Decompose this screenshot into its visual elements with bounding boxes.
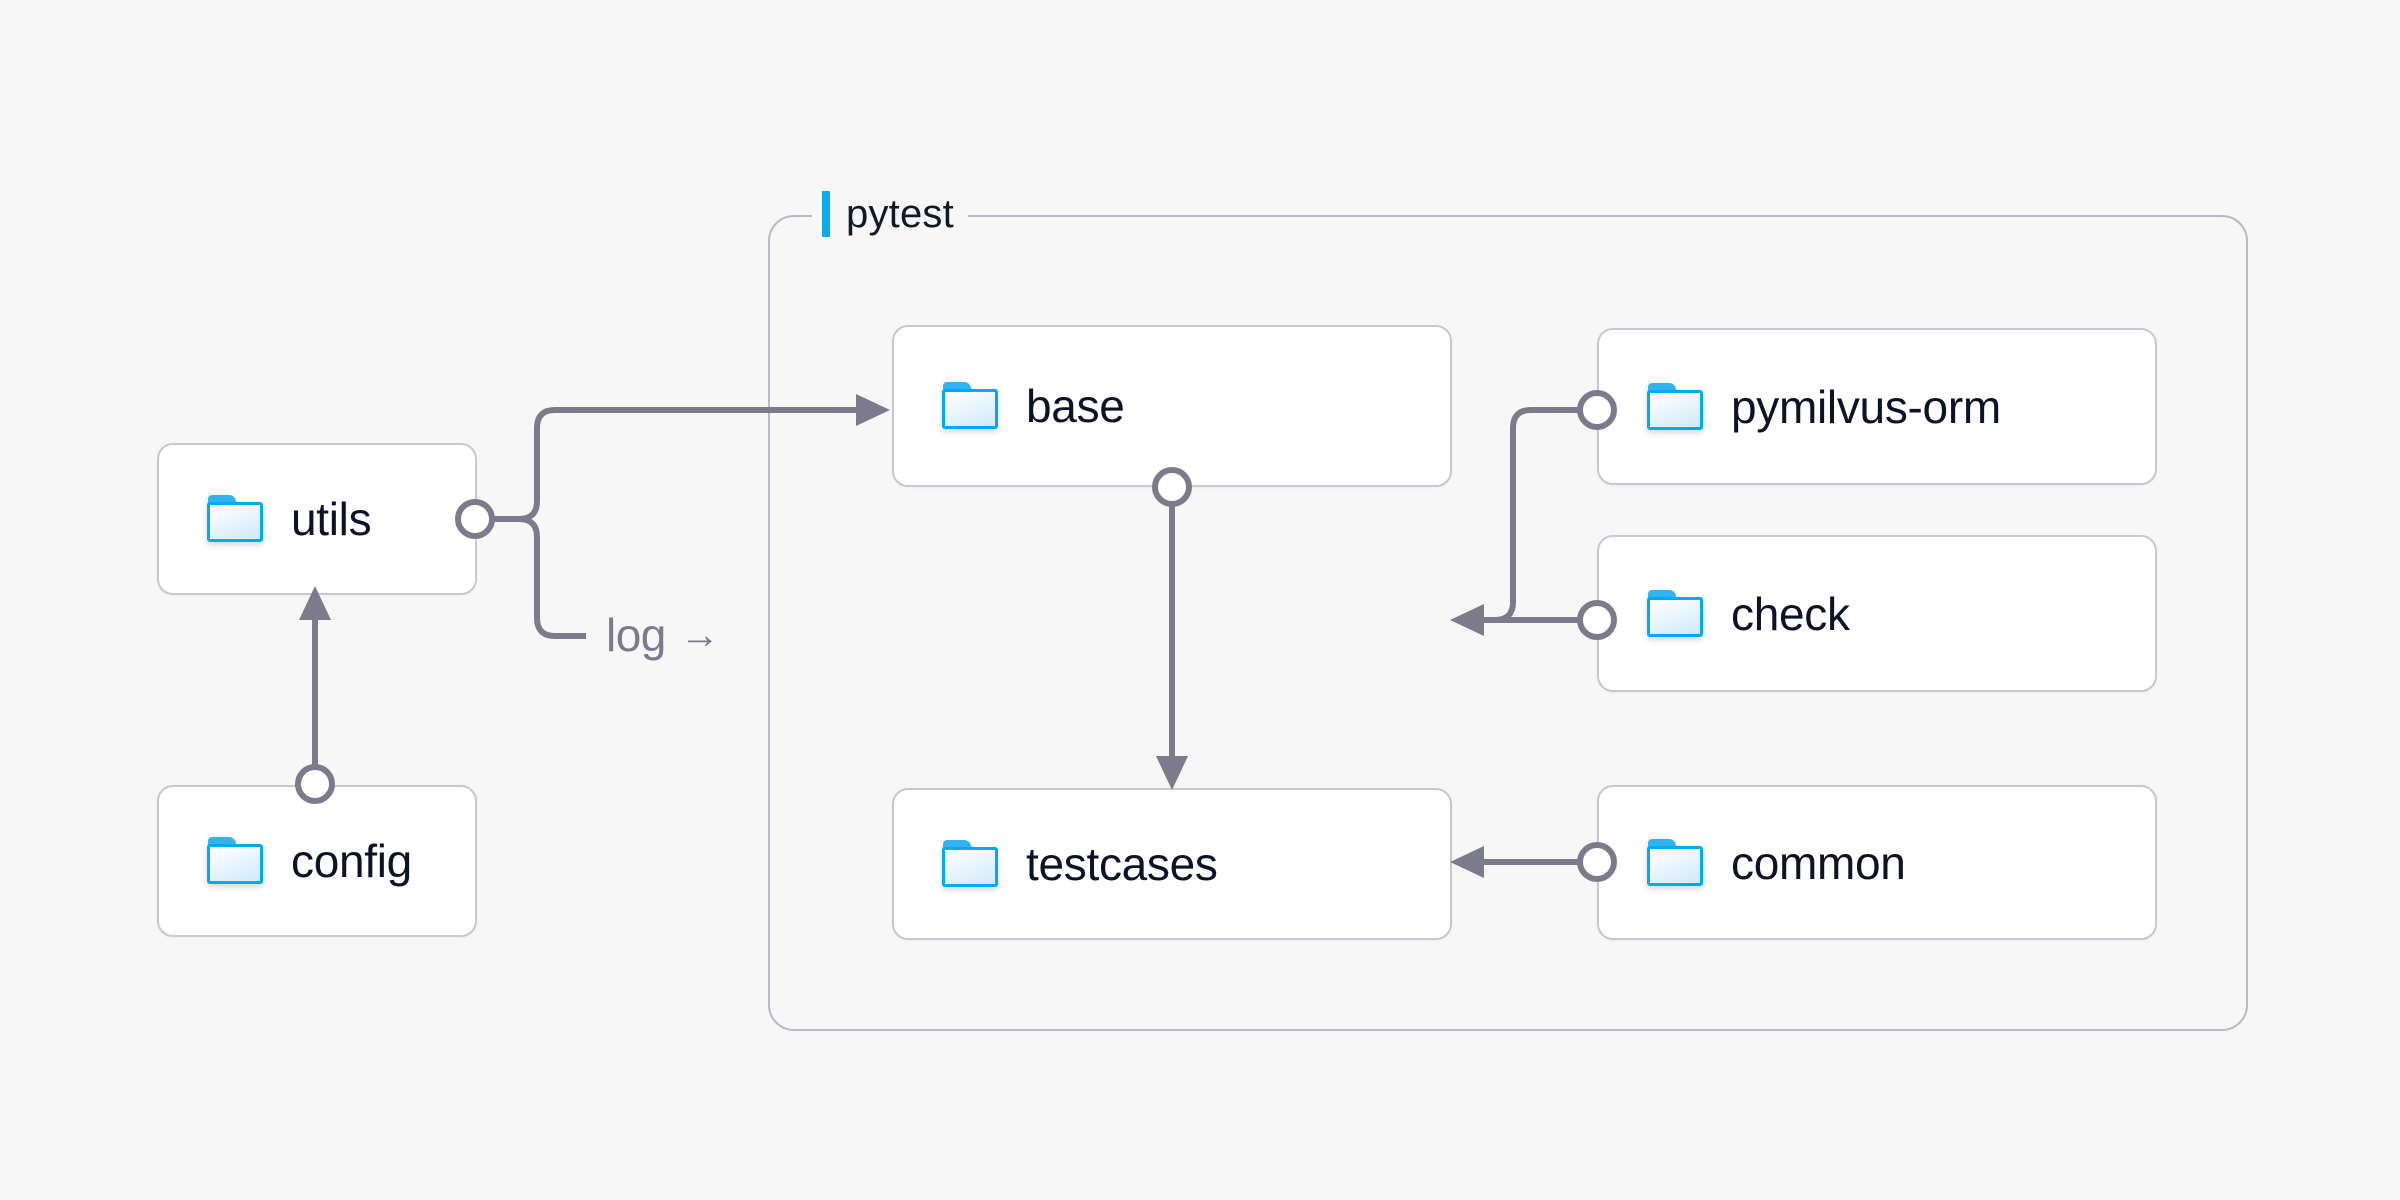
node-base-content: base — [894, 382, 1125, 430]
node-common[interactable]: common — [1597, 785, 2157, 940]
node-testcases-content: testcases — [894, 840, 1218, 888]
folder-body — [942, 847, 998, 887]
folder-icon — [1647, 589, 1705, 638]
arrow-right-icon: → — [679, 613, 720, 657]
node-common-content: common — [1599, 836, 1906, 889]
node-pymilvus-orm-label: pymilvus-orm — [1731, 380, 2001, 433]
accent-bar-icon — [822, 191, 830, 237]
node-check[interactable]: check — [1597, 535, 2157, 692]
node-config[interactable]: config — [157, 785, 477, 937]
node-check-content: check — [1599, 587, 1850, 640]
folder-body — [207, 844, 263, 884]
node-base-label: base — [1026, 380, 1125, 432]
folder-icon — [942, 382, 1000, 430]
folder-icon — [942, 840, 1000, 888]
edge-label-log-text: log — [606, 609, 666, 661]
folder-body — [1647, 845, 1703, 886]
folder-body — [1647, 596, 1703, 637]
node-utils-label: utils — [291, 493, 372, 545]
node-testcases[interactable]: testcases — [892, 788, 1452, 940]
group-label-pytest: pytest — [812, 188, 968, 240]
folder-body — [207, 502, 263, 542]
edge-utils-to-log — [489, 516, 586, 639]
folder-icon — [1647, 838, 1705, 887]
folder-body — [942, 389, 998, 429]
edge-label-log: log → — [596, 612, 730, 658]
folder-icon — [1647, 382, 1705, 431]
node-base[interactable]: base — [892, 325, 1452, 487]
group-title: pytest — [846, 192, 954, 236]
node-pymilvus-orm-content: pymilvus-orm — [1599, 380, 2001, 433]
node-check-label: check — [1731, 587, 1850, 640]
node-config-content: config — [159, 837, 412, 885]
group-container-pytest[interactable] — [768, 215, 2248, 1031]
edge-config-to-utils — [295, 586, 335, 804]
node-utils[interactable]: utils — [157, 443, 477, 595]
node-common-label: common — [1731, 836, 1906, 889]
node-utils-content: utils — [159, 493, 372, 545]
node-testcases-label: testcases — [1026, 838, 1218, 890]
folder-icon — [207, 495, 265, 543]
node-pymilvus-orm[interactable]: pymilvus-orm — [1597, 328, 2157, 485]
folder-body — [1647, 389, 1703, 430]
node-config-label: config — [291, 835, 412, 887]
folder-icon — [207, 837, 265, 885]
